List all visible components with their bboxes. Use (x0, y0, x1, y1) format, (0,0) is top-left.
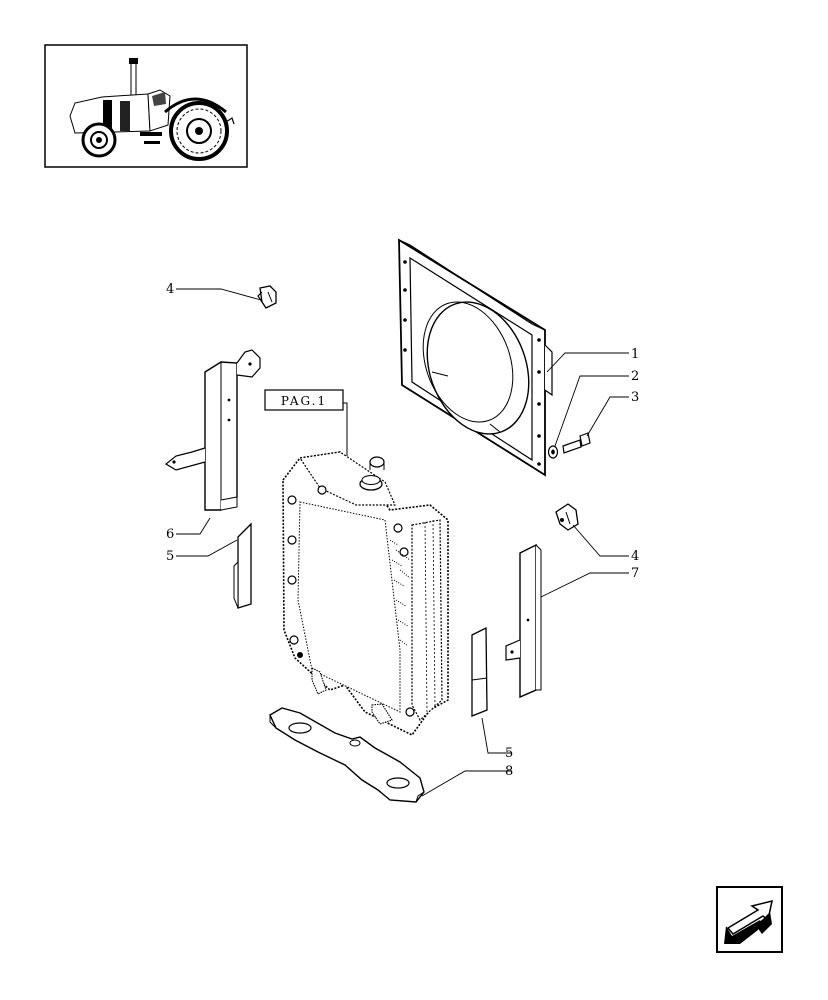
callout-4-lower: 4 (631, 549, 639, 564)
left-bracket[interactable] (164, 349, 261, 511)
lower-support[interactable] (269, 707, 425, 803)
clip-upper[interactable] (257, 285, 277, 309)
page-reference-label: PAG.1 (281, 394, 327, 408)
callout-2: 2 (631, 369, 639, 384)
seal-strip-right[interactable] (471, 626, 488, 717)
clip-lower[interactable] (555, 503, 579, 531)
callout-5-right: 5 (505, 746, 513, 761)
tractor-thumbnail[interactable] (44, 44, 248, 168)
callout-3: 3 (631, 390, 639, 405)
seal-strip-left[interactable] (233, 522, 252, 609)
next-page-arrow-icon[interactable] (716, 886, 783, 953)
callout-7: 7 (631, 566, 639, 581)
page-reference-box[interactable]: PAG.1 (264, 389, 348, 456)
radiator[interactable] (282, 451, 449, 737)
callout-4-upper: 4 (166, 282, 174, 297)
fan-shroud[interactable] (398, 238, 553, 477)
callout-8: 8 (505, 764, 513, 779)
right-bracket[interactable] (505, 543, 542, 699)
callout-5-left: 5 (166, 549, 174, 564)
callout-1: 1 (631, 347, 639, 362)
bolt[interactable] (562, 432, 591, 454)
callout-6: 6 (166, 527, 174, 542)
leader-lines (176, 288, 629, 797)
washer[interactable] (547, 445, 559, 459)
